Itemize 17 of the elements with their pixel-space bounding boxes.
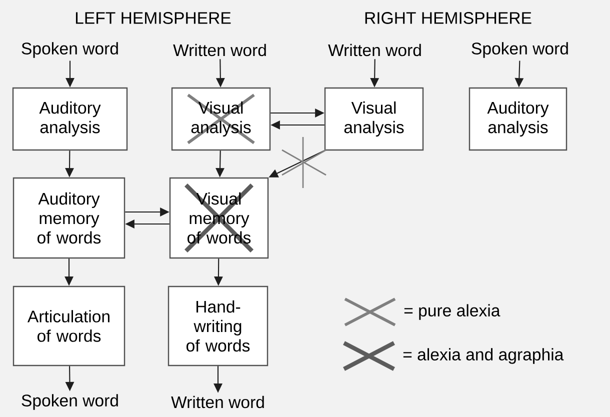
io-label: Written word xyxy=(171,396,264,408)
legend-label: = pure alexia xyxy=(404,304,500,320)
process-box: Articulation of words xyxy=(12,286,126,366)
heading: LEFT HEMISPHERE xyxy=(76,12,231,24)
process-box: Hand-writing of words xyxy=(168,286,268,366)
legend-label: = alexia and agraphia xyxy=(403,348,564,364)
io-label: Spoken word xyxy=(472,42,568,58)
process-box: Visual analysis xyxy=(324,87,424,151)
io-label: Written word xyxy=(173,44,266,56)
process-box: Auditory memory of words xyxy=(12,177,126,259)
io-label: Spoken word xyxy=(22,394,118,410)
process-box: Auditory analysis xyxy=(468,87,568,151)
process-box: Auditory analysis xyxy=(12,87,128,151)
io-label: Spoken word xyxy=(22,42,118,58)
process-box: Visual analysis xyxy=(171,87,271,151)
io-label: Written word xyxy=(328,44,421,56)
heading: RIGHT HEMISPHERE xyxy=(365,12,532,24)
